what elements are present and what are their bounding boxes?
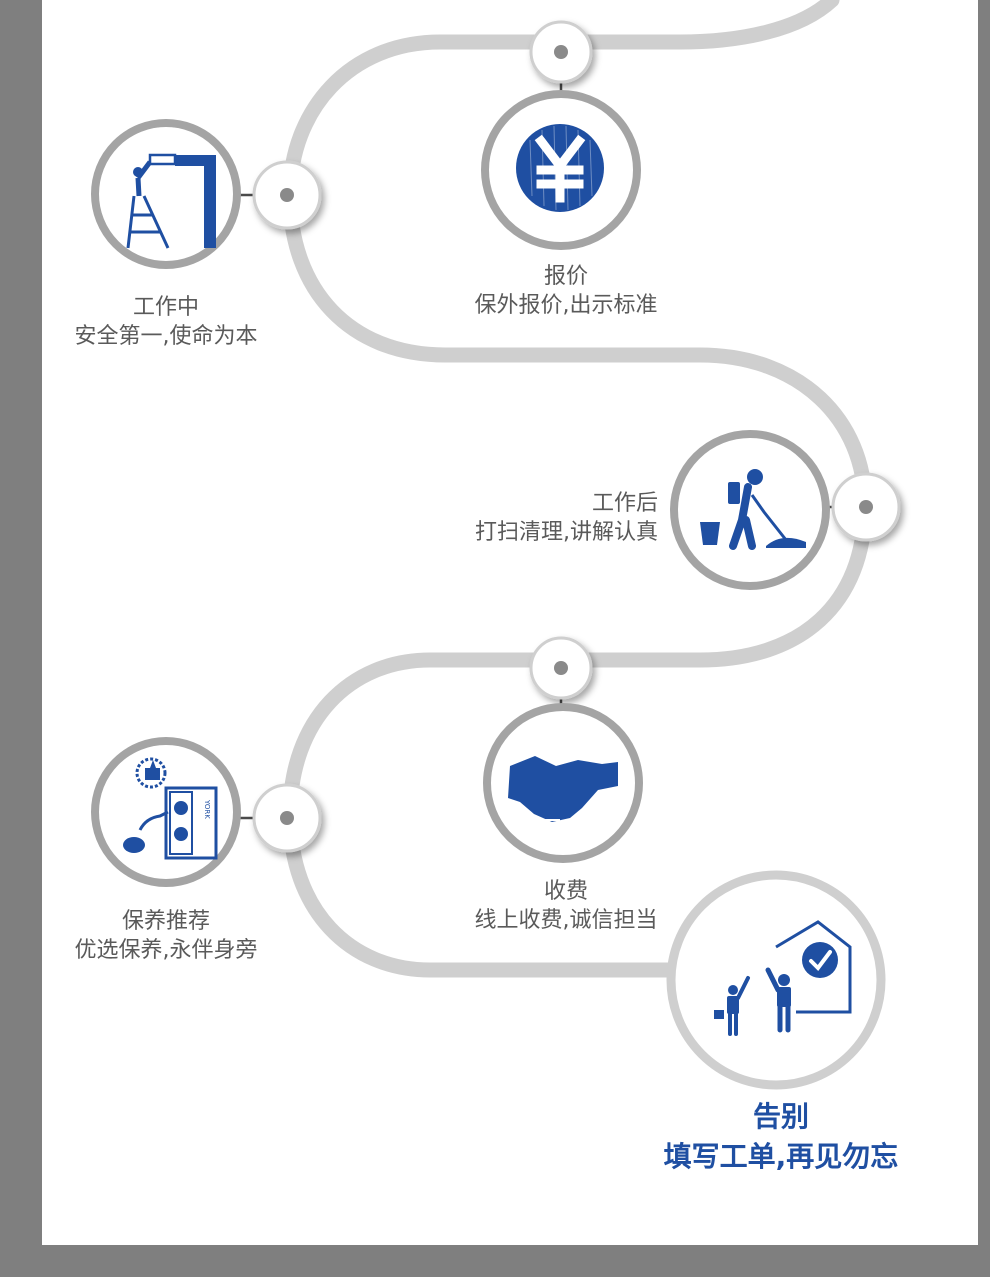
step-quote-label: 报价 保外报价,出示标准 bbox=[451, 262, 681, 320]
step-quote-title: 报价 bbox=[543, 264, 588, 289]
mopping-worker-icon bbox=[700, 469, 806, 550]
step-farewell-circle bbox=[666, 870, 886, 1090]
node-payment bbox=[529, 636, 593, 700]
step-working-title: 工作中 bbox=[132, 295, 199, 320]
node-after-work bbox=[831, 472, 901, 542]
step-maintenance-desc: 优选保养,永伴身旁 bbox=[74, 938, 258, 963]
ladder-worker-icon bbox=[126, 153, 216, 249]
step-working-desc: 安全第一,使命为本 bbox=[74, 324, 258, 349]
house-check-icon bbox=[714, 920, 852, 1036]
step-payment-circle bbox=[483, 703, 643, 863]
step-after-work-circle bbox=[670, 430, 830, 590]
node-maintenance bbox=[252, 783, 322, 853]
node-quote bbox=[529, 20, 593, 84]
node-working bbox=[252, 160, 322, 230]
step-after-work-label: 工作后 打扫清理,讲解认真 bbox=[438, 489, 658, 547]
step-payment-label: 收费 线上收费,诚信担当 bbox=[451, 877, 681, 935]
step-after-work-title: 工作后 bbox=[591, 491, 658, 516]
step-farewell-label: 告别 填写工单,再见勿忘 bbox=[636, 1097, 926, 1177]
step-farewell-title: 告别 bbox=[752, 1100, 809, 1133]
step-maintenance-circle: YORK bbox=[91, 737, 241, 887]
ac-unit-icon: YORK bbox=[123, 757, 218, 860]
path-nodes bbox=[252, 20, 901, 853]
ac-brand-label: YORK bbox=[203, 799, 211, 819]
step-maintenance-title: 保养推荐 bbox=[121, 909, 210, 934]
step-working-label: 工作中 安全第一,使命为本 bbox=[56, 293, 276, 351]
step-quote-circle bbox=[481, 90, 641, 250]
step-after-work-desc: 打扫清理,讲解认真 bbox=[475, 520, 658, 545]
handshake-icon bbox=[508, 756, 618, 822]
step-payment-desc: 线上收费,诚信担当 bbox=[474, 908, 658, 933]
step-quote-desc: 保外报价,出示标准 bbox=[474, 293, 658, 318]
step-maintenance-label: 保养推荐 优选保养,永伴身旁 bbox=[56, 907, 276, 965]
step-working-circle bbox=[91, 119, 241, 269]
yuan-icon bbox=[516, 124, 604, 212]
step-payment-title: 收费 bbox=[543, 879, 588, 904]
step-farewell-desc: 填写工单,再见勿忘 bbox=[663, 1140, 899, 1173]
